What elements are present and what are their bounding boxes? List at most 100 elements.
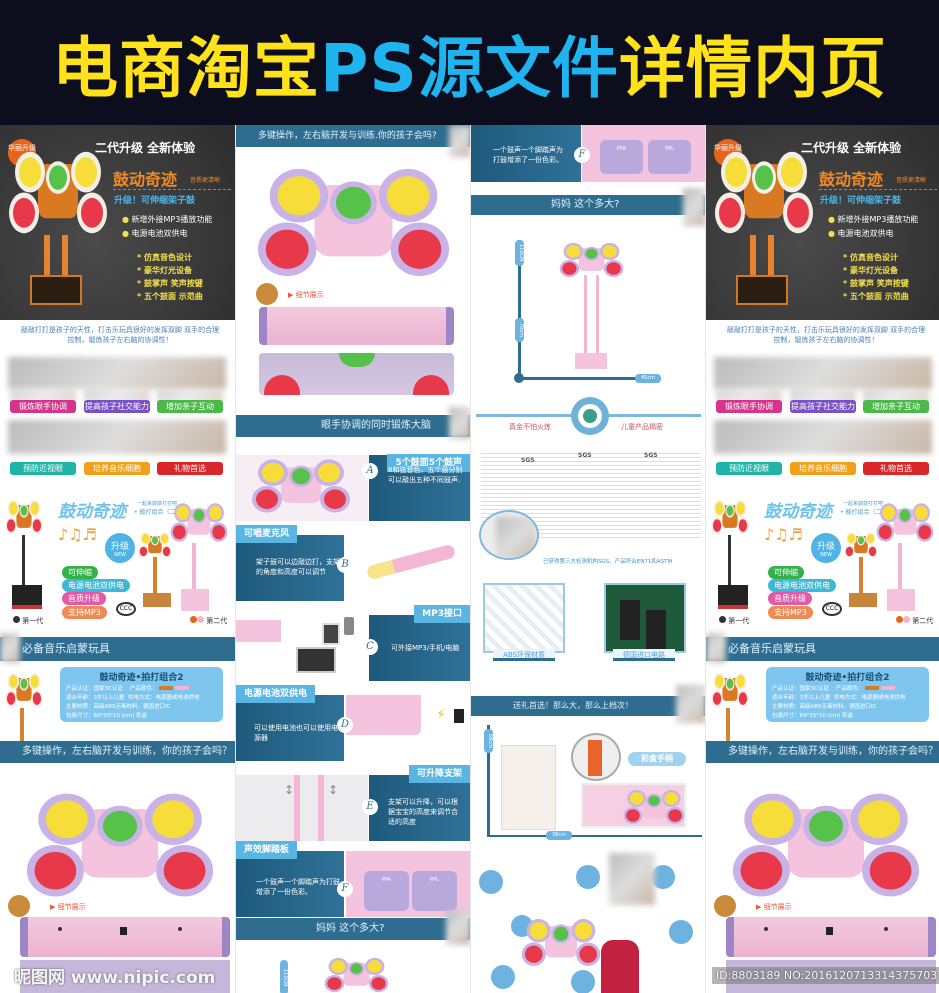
feature-panel	[236, 535, 344, 601]
ccc-cert-icon: CCC	[116, 602, 136, 616]
mp3-player-icon	[322, 623, 340, 645]
cartoon-mascot	[8, 895, 30, 917]
box-handle-label: 彩盒手柄	[628, 752, 686, 766]
ccc-cert-icon: CCC	[822, 602, 842, 616]
compare-subtitle: 一起来敲敲打打吧	[137, 501, 178, 507]
drum-size-photo	[559, 240, 624, 280]
spec-box: 鼓动奇迹•拍打组合2 产品认证：国家3C认证 产品颜色： 适合年龄：3岁以上儿童…	[60, 667, 223, 722]
divider	[819, 189, 937, 190]
port-icon	[884, 927, 888, 931]
feature-row-e: ↕↕ 可升降支架 E 支架可以升降，可以根据宝宝的高度来调节合适的高度	[236, 765, 470, 841]
mid-height-dimension: 70cm	[515, 318, 524, 342]
benefit-label: 礼物首选	[863, 462, 929, 475]
quality-caption: 真金不怕火炼	[509, 423, 551, 431]
blurred-watermark	[446, 910, 470, 945]
feature-pill: 可伸缩	[62, 566, 98, 579]
handle-closeup	[571, 733, 621, 781]
box-width-axis	[487, 835, 702, 837]
detail-photo	[259, 353, 454, 395]
sgs-caption: 已获得第三方检测机构SGS、产品符合EN71和ASTM	[543, 559, 673, 565]
feature-letter: C	[362, 639, 378, 655]
base	[887, 589, 915, 611]
gen1-drum	[711, 497, 749, 537]
blurred-watermark	[0, 633, 20, 663]
box-height-axis	[487, 725, 490, 837]
photo	[790, 389, 856, 403]
drum-illustration	[8, 145, 108, 240]
section-bar: 妈妈 这个多大?	[471, 195, 705, 215]
feature-letter: D	[337, 717, 353, 733]
upgrade-text: 升级！可伸缩架子鼓	[820, 196, 902, 206]
width-axis	[518, 377, 653, 380]
blurred-watermark	[676, 685, 705, 723]
gen2-orange-drum	[138, 530, 172, 560]
drum-size-photo	[324, 955, 389, 993]
drum-stand	[768, 235, 774, 285]
benefit-label: 预防近视眼	[716, 462, 782, 475]
feature-tag: 5个鼓面5个鼓声	[387, 454, 470, 472]
stand	[726, 708, 730, 753]
photo	[716, 389, 782, 403]
compare-brand: 鼓动奇迹	[764, 502, 832, 522]
feature-panel	[236, 695, 344, 761]
detail-photo	[20, 917, 230, 957]
feature-pill: 音质升级	[62, 592, 106, 605]
eye-icon	[571, 397, 609, 435]
feature-letter: E	[362, 799, 378, 815]
feature-pill: 电源电池双供电	[62, 579, 130, 592]
feature-letter: F	[337, 881, 353, 897]
port-icon	[764, 927, 768, 931]
feature-text: 一个鼓声一个脚踏声为打鼓增添了一份色彩。	[256, 878, 340, 896]
drum-diagram	[25, 785, 215, 905]
detail-page-column-1: 华丽升级 二代升级 全新体验 鼓动奇迹 音质更清晰 升级！可伸缩架子鼓 ● 新增…	[0, 125, 235, 993]
detail-photo	[20, 960, 230, 993]
section-bar: 送礼首选！那么大，那么上档次！	[471, 696, 705, 716]
gen2-pink-drum	[170, 500, 228, 545]
blurred-watermark	[449, 125, 470, 157]
hero-title: 二代升级 全新体验	[95, 141, 196, 155]
detail-photo	[726, 917, 936, 957]
pedal: PPA	[600, 140, 643, 174]
drum-stand	[750, 235, 756, 285]
feature-pill: 支持MP3	[768, 606, 813, 619]
hero-title: 二代升级 全新体验	[801, 141, 902, 155]
feature-row-d: ⚡ 电源电池双供电 D 可以使用电池也可以使用电源器	[236, 685, 470, 761]
power-port-icon	[120, 927, 127, 935]
photo	[863, 389, 929, 403]
stand	[153, 557, 157, 597]
blurred-face	[609, 853, 655, 905]
feature-panel	[369, 775, 470, 841]
photo	[84, 389, 150, 403]
spec-table: 产品认证：国家3C认证 产品颜色： 适合年龄：3岁以上儿童 供电方式：电源器或电…	[66, 686, 200, 719]
gen1-label: 第一代	[719, 616, 749, 626]
feature-letter: B	[337, 557, 353, 573]
spec-table: 产品认证：国家3C认证 产品颜色： 适合年龄：3岁以上儿童 供电方式：电源器或电…	[772, 686, 906, 719]
benefit-label: 提高孩子社交能力	[790, 400, 856, 413]
drum-illustration	[711, 670, 749, 710]
microphone-image	[365, 543, 457, 581]
detail-heading: ▶ 细节展示	[288, 291, 324, 299]
music-notes-icon: ♪♫♬	[764, 525, 803, 544]
spec-title: 鼓动奇迹•拍打组合2	[99, 673, 184, 683]
feature-text: 支架可以升降，可以根据宝宝的高度来调节合适的高度	[388, 798, 458, 826]
banner-title: 电商淘宝PS源文件详情内页	[52, 29, 887, 107]
compare-brand: 鼓动奇迹	[58, 502, 126, 522]
benefit-label: 提高孩子社交能力	[84, 400, 150, 413]
blurred-photo	[714, 357, 932, 389]
blurred-watermark	[449, 407, 470, 439]
upgrade-text: 升级！可伸缩架子鼓	[114, 196, 196, 206]
box-height-dimension: 68cm	[484, 729, 493, 753]
feature-panel	[369, 615, 470, 681]
banner-header: 电商淘宝PS源文件详情内页	[0, 0, 939, 125]
benefit-label: 预防近视眼	[10, 462, 76, 475]
blurred-photo	[8, 357, 226, 389]
feature-text: 架子鼓可以边敲边打，支架的角度和高度可以调节	[256, 558, 340, 576]
stand	[859, 557, 863, 597]
bullet-list: ● 新增外接MP3播放功能 ● 电源电池双供电	[122, 215, 213, 238]
feature-pill: 电源电池双供电	[768, 579, 836, 592]
sgs-label: SGS	[578, 452, 592, 459]
quality-caption: 儿童产品揭密	[621, 423, 663, 431]
port-icon	[58, 927, 62, 931]
kid-drum	[521, 915, 601, 970]
